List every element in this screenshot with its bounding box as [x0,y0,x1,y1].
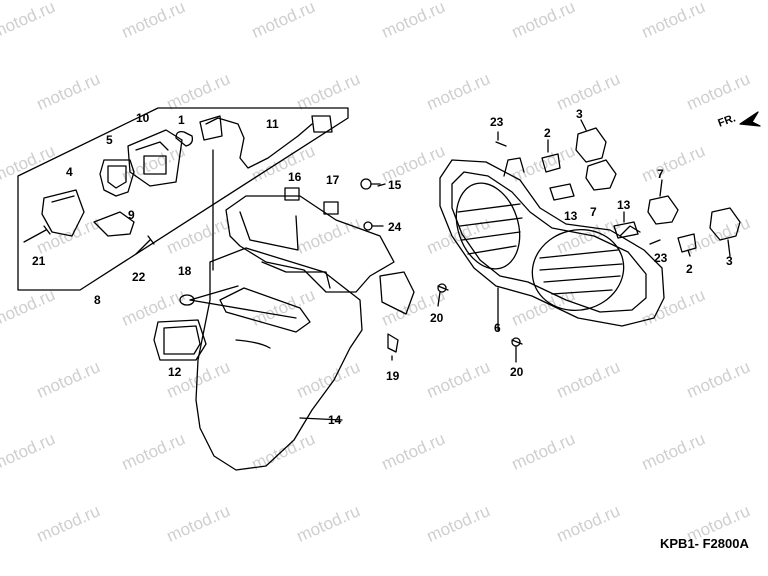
callout-15: 15 [388,178,402,192]
callout-13: 13 [564,209,578,223]
diagram-code: KPB1- F2800A [660,536,749,551]
callout-1: 1 [178,113,185,127]
front-arrow-icon [739,111,761,127]
clip [387,333,399,353]
callout-3: 3 [576,107,583,121]
screw [23,229,47,243]
license-socket-housing [127,129,183,187]
screw [649,239,661,245]
seal [99,159,135,197]
grommet [179,294,195,306]
callout-23: 23 [654,251,668,265]
callout-4: 4 [66,165,73,179]
wire-harness [205,117,313,169]
callout-12: 12 [168,365,182,379]
callout-20: 20 [430,311,444,325]
callout-22: 22 [132,270,146,284]
callout-23: 23 [490,115,504,129]
license-lens [93,211,135,237]
callout-19: 19 [386,369,400,383]
socket [541,153,561,173]
callout-2: 2 [686,262,693,276]
callout-5: 5 [106,133,113,147]
lamp-reflector-left [455,182,521,270]
nut [363,221,373,231]
clip [323,201,339,215]
license-bulb [175,130,194,147]
callout-8: 8 [94,293,101,307]
callout-6: 6 [494,321,501,335]
subassembly-frame [17,107,349,291]
lamp-reflector-right [531,228,625,312]
callout-20: 20 [510,365,524,379]
bulb-unit [709,207,741,241]
callout-7: 7 [657,167,664,181]
callout-17: 17 [326,173,340,187]
bulb [613,221,639,239]
bulb-unit [647,195,679,225]
rear-fender [195,247,363,471]
callout-16: 16 [288,170,302,184]
clip [284,187,300,201]
callout-9: 9 [128,208,135,222]
callout-7: 7 [590,205,597,219]
screw [135,239,151,255]
callout-3: 3 [726,254,733,268]
callout-24: 24 [388,220,402,234]
callout-11: 11 [266,117,279,131]
screw [495,141,507,147]
bulb-unit [585,159,617,191]
lamp-housing [439,159,665,327]
callout-14: 14 [328,413,342,427]
callout-10: 10 [136,111,150,125]
bulb-unit [575,127,607,163]
callout-13: 13 [617,198,631,212]
rear-bracket [225,195,395,293]
callout-2: 2 [544,126,551,140]
bolt [360,178,372,190]
license-cover [41,189,85,237]
bulb [549,183,575,201]
callout-21: 21 [32,254,46,268]
reflector [153,319,207,361]
callout-18: 18 [178,264,192,278]
socket [677,233,697,253]
